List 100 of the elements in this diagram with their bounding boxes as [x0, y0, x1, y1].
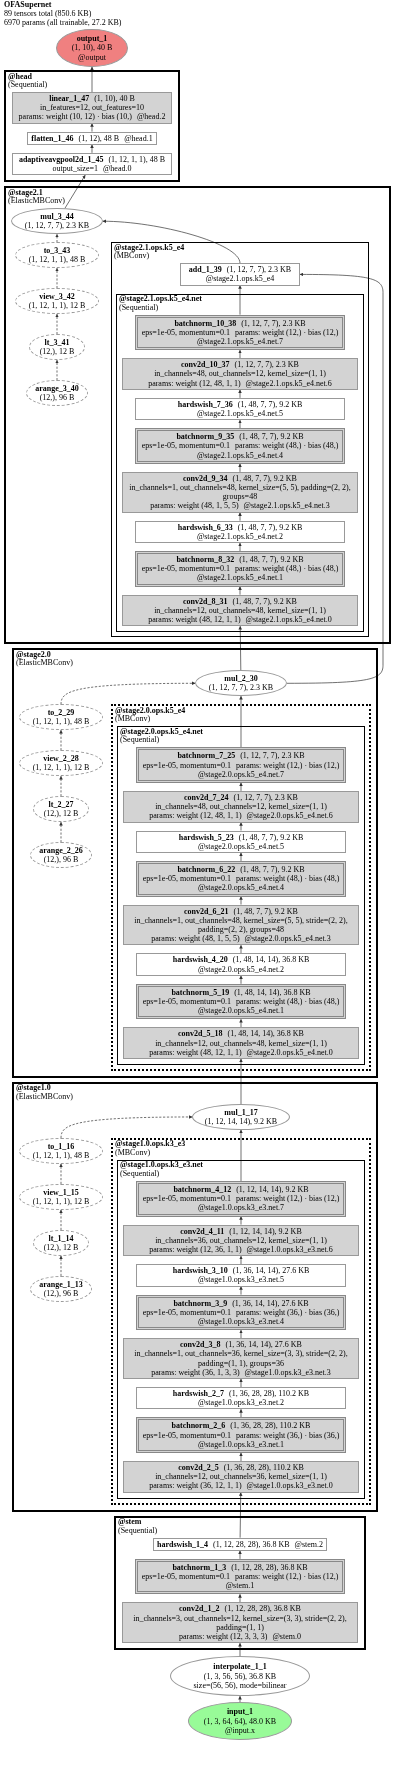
operation-info: @stage2.0.ops.k5_e4.net.5: [197, 841, 285, 851]
operation-info: (1, 48, 7, 7), 9.2 KB: [232, 596, 297, 606]
operation-name: lt_3_41: [44, 338, 70, 348]
operation-name: hardswish_6_33: [177, 522, 233, 532]
operation-info: size=(56, 56), mode=bilinear: [193, 1680, 287, 1691]
layer-box: [136, 1417, 346, 1454]
operation-info: (12,), 12 B: [39, 347, 75, 357]
operation-info: (1, 12, 7, 7), 2.3 KB: [208, 683, 274, 693]
operation-info: @stage2.1.ops.k5_e4.net.1: [196, 573, 284, 583]
operation-info: @stage1.0.ops.k3_e3.net.1: [197, 1439, 285, 1450]
operation-info: @stage1.0.ops.k3_e3.net.3: [244, 1367, 331, 1377]
operation-info: (1, 48, 7, 7), 9.2 KB: [237, 399, 303, 410]
operation-name: batchnorm_8_32: [176, 555, 235, 565]
operation-info: params: weight (10, 12) · bias (10,): [18, 112, 132, 122]
operation-info: @head.1: [124, 133, 153, 143]
operation-name: lt_1_14: [48, 1233, 74, 1243]
operation-info: @stage2.1.ops.k5_e4.net.3: [243, 501, 330, 511]
layer-box: [135, 1558, 345, 1595]
module-group: [4, 70, 180, 183]
operation-name: interpolate_1_1: [213, 1662, 267, 1672]
module-type: (Sequential): [8, 81, 48, 90]
operation-info: eps=1e-05, momentum=0.1: [142, 1430, 231, 1440]
operation-info: @stage2.0.ops.k5_e4.net.0: [246, 1047, 333, 1057]
operation-info: params: weight (48, 1, 5, 5): [150, 501, 239, 511]
module-name: @stage1.0.ops.k3_e3: [115, 1140, 186, 1150]
operation-name: to_3_43: [43, 246, 71, 256]
layer-box: [135, 397, 345, 421]
operation-name: batchnorm_10_38: [174, 318, 237, 328]
operation-info: params: weight (36, 1, 3, 3): [151, 1367, 240, 1377]
operation-info: params: weight (36, 12, 1, 1): [149, 1481, 242, 1491]
operation-info: eps=1e-05, momentum=0.1: [142, 1307, 231, 1317]
operation-info: @stem.2: [294, 1539, 324, 1549]
operation-name: arange_3_40: [35, 384, 79, 394]
module-group: [12, 648, 378, 1078]
operation-info: (1, 36, 14, 14), 27.6 KB: [232, 1298, 309, 1308]
operation-info: eps=1e-05, momentum=0.1: [142, 874, 231, 884]
layer-box: [122, 471, 358, 513]
operation-name: arange_1_13: [39, 1279, 83, 1289]
operation-info: (1, 10), 40 B: [71, 43, 113, 53]
layer-box: [122, 358, 358, 390]
operation-info: eps=1e-05, momentum=0.1: [142, 760, 231, 770]
module-group: [12, 1081, 378, 1512]
operation-name: flatten_1_46: [31, 133, 74, 143]
operation-info: (1, 12, 1, 1), 48 B: [32, 1150, 90, 1161]
operation-name: batchnorm_1_3: [172, 1562, 227, 1573]
layer-box: [136, 1387, 346, 1410]
operation-name: view_3_42: [39, 292, 75, 302]
layer-box: [136, 1180, 346, 1217]
operation-info: @stage1.0.ops.k3_e3.net.4: [197, 1317, 285, 1327]
operation-info: @head.2: [136, 112, 166, 122]
operation-info: @stage2.0.ops.k5_e4.net.3: [244, 934, 331, 944]
operation-info: in_features=12, out_features=10: [39, 103, 145, 113]
operation-info: (1, 12, 14, 14), 9.2 KB: [236, 1184, 309, 1195]
operation-name: batchnorm_4_12: [173, 1184, 232, 1195]
layer-box: [12, 152, 172, 176]
operation-info: output_size=1: [52, 164, 98, 174]
operation-info: params: weight (48,) · bias (48,): [236, 874, 340, 884]
layer-box: [135, 551, 345, 587]
operation-info: (1, 48, 7, 7), 9.2 KB: [239, 555, 304, 565]
operation-name: to_1_16: [47, 1141, 75, 1151]
operation-name: add_1_39: [188, 265, 222, 275]
operation-info: (1, 48, 7, 7), 9.2 KB: [232, 473, 297, 484]
operation-info: @stage2.1.ops.k5_e4.net.5: [196, 409, 284, 419]
operation-name: view_1_15: [43, 1187, 79, 1197]
operation-info: (1, 12, 28, 28), 36.8 KB: [224, 1604, 301, 1614]
layer-box: [180, 263, 300, 286]
layer-box: [135, 314, 345, 351]
operation-info: params: weight (12, 48, 1, 1): [149, 811, 242, 821]
operation-info: params: weight (12, 3, 3, 3): [179, 1632, 268, 1642]
layer-box: [135, 428, 345, 464]
operation-info: in_channels=48, out_channels=12, kernel_size=(1, 1): [155, 802, 327, 812]
operation-info: in_channels=48, out_channels=12, kernel_size=(1, 1): [154, 369, 326, 379]
operation-info: params: weight (36,) · bias (36,): [236, 1430, 340, 1440]
module-type: (MBConv): [115, 1149, 151, 1158]
operation-info: @stage2.0.ops.k5_e4.net.4: [197, 883, 285, 893]
operation-info: (1, 12, 14, 14), 9.2 KB: [229, 1226, 302, 1236]
operation-info: eps=1e-05, momentum=0.1: [142, 996, 231, 1007]
arrow: [238, 1695, 242, 1703]
operation-info: @stage2.0.ops.k5_e4.net.7: [197, 769, 285, 779]
module-name: @stage1.0.ops.k3_e3.net: [120, 1161, 203, 1171]
module-name: @stage2.1.ops.k5_e4.net: [119, 295, 202, 304]
operation-info: @stem.0: [272, 1632, 301, 1642]
operation-name: conv2d_1_2: [179, 1604, 220, 1614]
operation-name: linear_1_47: [49, 94, 90, 104]
operation-info: (1, 12, 1, 1), 12 B: [32, 1196, 90, 1207]
operation-info: (1, 36, 28, 28), 110.2 KB: [230, 1421, 311, 1431]
operation-info: eps=1e-05, momentum=0.1: [141, 441, 230, 451]
operation-info: @stage1.0.ops.k3_e3.net.2: [197, 1398, 285, 1408]
operation-info: eps=1e-05, momentum=0.1: [142, 1194, 231, 1204]
operation-name: hardswish_1_4: [156, 1539, 209, 1549]
module-type: (Sequential): [120, 1170, 160, 1179]
operation-info: (12,), 96 B: [39, 393, 75, 403]
operation-info: params: weight (48,) · bias (48,): [235, 564, 339, 574]
operation-info: @stem.1: [225, 1581, 255, 1591]
operation-name: hardswish_5_23: [178, 832, 234, 842]
operation-info: (1, 12, 7, 7), 2.3 KB: [226, 265, 292, 275]
operation-info: @stage2.0.ops.k5_e4.net.6: [246, 811, 333, 821]
operation-info: in_channels=36, out_channels=12, kernel_size=(1, 1): [155, 1235, 327, 1245]
operation-name: conv2d_2_5: [178, 1463, 219, 1473]
operation-name: batchnorm_9_35: [176, 432, 235, 442]
